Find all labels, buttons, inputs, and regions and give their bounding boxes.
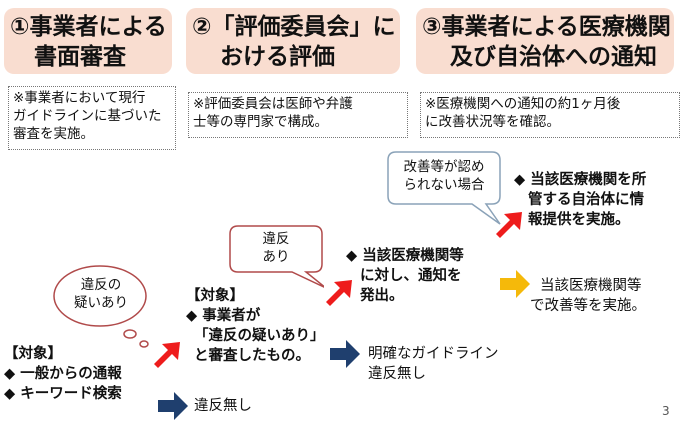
red-arrow-2 — [326, 280, 352, 306]
bubble-line: 疑いあり — [74, 295, 128, 311]
improved-line: 当該医療機関等 — [540, 278, 642, 294]
step2-note: ※評価委員会は医師や弁護 士等の専門家で構成。 — [188, 92, 408, 138]
no-violation-2-line: 明確なガイドライン — [368, 346, 499, 362]
target1-item: ◆ 一般からの通報 — [4, 366, 122, 382]
bubble-line: られない場合 — [403, 177, 485, 193]
step2-header: ②「評価委員会」に おける評価 — [186, 8, 400, 74]
step1-note-line: ガイドラインに基づいた — [13, 108, 162, 124]
target1-block: 【対象】 ◆ 一般からの通報 ◆ キーワード検索 — [4, 344, 122, 404]
step3-note: ※医療機関への通知の約1ヶ月後 に改善状況等を確認。 — [420, 92, 680, 138]
notify-line: 発出。 — [360, 288, 404, 304]
no-violation-1: 違反無し — [194, 398, 252, 414]
bubble-line: 違反の — [80, 277, 122, 293]
yellow-arrow — [500, 270, 530, 298]
step1-note: ※事業者において現行 ガイドラインに基づいた 審査を実施。 — [8, 86, 176, 150]
speech-bubble-not-improved — [387, 151, 501, 225]
notify-line: に対し、通知を — [360, 268, 462, 284]
step3-note-line: に改善状況等を確認。 — [425, 114, 560, 130]
step2-note-line: 士等の専門家で構成。 — [193, 114, 328, 130]
step2-note-line: ※評価委員会は医師や弁護 — [193, 96, 353, 112]
step3-note-line: ※医療機関への通知の約1ヶ月後 — [425, 96, 621, 112]
inform-line: 管する自治体に情 — [528, 192, 644, 208]
target1-item: ◆ キーワード検索 — [4, 386, 122, 402]
thought-bubble-suspect-text: 違反の 疑いあり — [60, 276, 142, 312]
blue-arrow-1 — [158, 392, 188, 420]
inform-block: ◆ 当該医療機関を所 管する自治体に情 報提供を実施。 — [514, 170, 646, 230]
step2-title-line2: おける評価 — [220, 44, 335, 70]
target2-line: 「違反の疑いあり」 — [194, 328, 325, 344]
bubble-line: 違反 — [262, 231, 290, 247]
red-arrow-3 — [496, 212, 522, 238]
red-arrow-1 — [154, 342, 180, 368]
step1-header: ①事業者による 書面審査 — [4, 8, 172, 74]
no-violation-2-line: 違反無し — [368, 366, 426, 382]
step3-title-line1: ③事業者による医療機関 — [422, 14, 671, 40]
step2-title-line1: ②「評価委員会」に — [192, 14, 396, 40]
step3-header: ③事業者による医療機関 及び自治体への通知 — [416, 8, 674, 74]
inform-line: ◆ 当該医療機関を所 — [514, 172, 647, 188]
speech-bubble-violation-text: 違反 あり — [232, 230, 320, 266]
improved-line: で改善等を実施。 — [530, 298, 646, 314]
step1-title-line1: ①事業者による — [10, 14, 167, 40]
target1-label: 【対象】 — [4, 346, 62, 362]
thought-bubble-suspect — [53, 265, 149, 348]
step3-title-line2: 及び自治体への通知 — [450, 44, 657, 70]
step1-note-line: 審査を実施。 — [13, 126, 94, 142]
notify-line: ◆ 当該医療機関等 — [346, 248, 464, 264]
bubble-line: あり — [262, 249, 290, 265]
no-violation-2: 明確なガイドライン 違反無し — [368, 344, 499, 384]
target2-label: 【対象】 — [186, 288, 244, 304]
speech-bubble-not-improved-text: 改善等が認め られない場合 — [390, 158, 498, 194]
notify-block: ◆ 当該医療機関等 に対し、通知を 発出。 — [346, 246, 464, 306]
target2-line: と審査したもの。 — [194, 348, 310, 364]
inform-line: 報提供を実施。 — [528, 212, 630, 228]
step1-note-line: ※事業者において現行 — [13, 90, 146, 106]
bubble-line: 改善等が認め — [403, 159, 485, 175]
page-number: 3 — [662, 404, 670, 418]
step1-title-line2: 書面審査 — [34, 44, 126, 70]
improved-block: 当該医療機関等 で改善等を実施。 — [530, 276, 646, 316]
speech-bubble-violation — [229, 225, 324, 288]
target2-block: 【対象】 ◆ 事業者が 「違反の疑いあり」 と審査したもの。 — [186, 286, 325, 366]
blue-arrow-2 — [330, 340, 360, 368]
target2-line: ◆ 事業者が — [186, 308, 261, 324]
